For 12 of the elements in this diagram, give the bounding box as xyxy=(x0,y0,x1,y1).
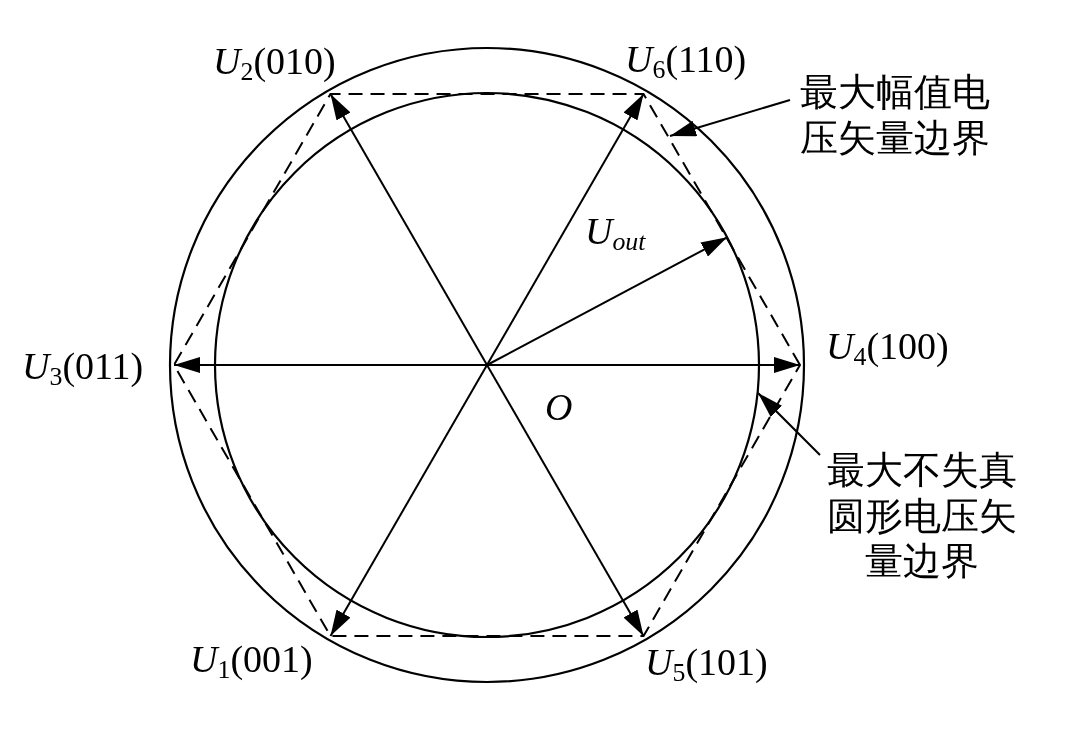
vector-label: U$_{4}$(100) xyxy=(826,327,949,371)
vector-label: U$_{6}$(110) xyxy=(625,40,747,84)
vector-label: U$_{3}$(011) xyxy=(22,347,144,391)
leader-line xyxy=(757,392,821,456)
vector-label: U$_{2}$(010) xyxy=(213,42,336,86)
callout-text: 最大幅值电压矢量边界 xyxy=(800,70,991,161)
callout-text: 最大不失真圆形电压矢量边界 xyxy=(826,448,1018,585)
vector-label: U$_{5}$(101) xyxy=(645,643,768,687)
origin-label: O xyxy=(545,388,573,426)
vector-label: U$_{out}$ xyxy=(585,212,646,256)
leader-line xyxy=(669,99,791,137)
vector-label: U$_{1}$(001) xyxy=(190,640,313,684)
